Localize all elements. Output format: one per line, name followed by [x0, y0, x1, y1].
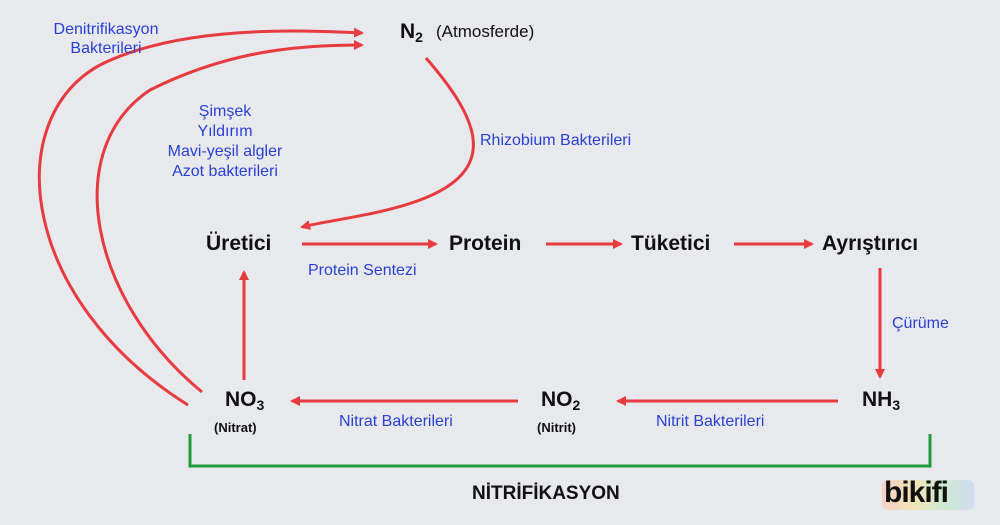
n2-subscript: 2: [415, 29, 423, 45]
denitrifikasyon-line2: Bakterileri: [70, 40, 142, 57]
denitrification-arrow-outer: [37, 27, 364, 407]
no2-node: NO2: [541, 388, 580, 412]
n2-main: N: [400, 20, 416, 43]
logo-background: [882, 480, 974, 510]
nitrat-bakterileri-label: Nitrat Bakterileri: [339, 413, 453, 430]
nitrit-bakterileri-label: Nitrit Bakterileri: [656, 413, 765, 430]
uretici-node: Üretici: [206, 232, 272, 255]
protein-sentezi-label: Protein Sentezi: [308, 262, 417, 279]
no3-subscript: 3: [256, 397, 265, 413]
fixation-label: Şimşek Yıldırım Mavi-yeşil algler Azot b…: [144, 102, 306, 182]
ayristirici-node: Ayrıştırıcı: [822, 232, 919, 255]
protein-node: Protein: [449, 232, 522, 255]
n2-node: N2: [400, 20, 423, 44]
no3-note: (Nitrat): [214, 420, 257, 435]
fixation-line2: Yıldırım: [197, 123, 253, 140]
curume-label: Çürüme: [892, 315, 949, 332]
fixation-arrow-inner: [95, 40, 364, 394]
tuketici-node: Tüketici: [631, 232, 711, 255]
rhizobium-label: Rhizobium Bakterileri: [480, 132, 632, 149]
nitrifikasyon-bracket: [188, 434, 932, 468]
no2-main: NO: [541, 388, 573, 411]
no3-node: NO3: [225, 388, 264, 412]
bikifi-logo: bikifi: [884, 476, 949, 509]
nh3-node: NH3: [862, 388, 900, 412]
no2-note: (Nitrit): [537, 420, 576, 435]
denitrifikasyon-label: Denitrifikasyon Bakterileri: [44, 20, 168, 58]
denitrifikasyon-line1: Denitrifikasyon: [53, 21, 159, 38]
rhizobium-arrow: [300, 57, 475, 230]
fixation-line4: Azot bakterileri: [172, 163, 278, 180]
no2-subscript: 2: [572, 397, 581, 413]
fixation-line1: Şimşek: [198, 103, 252, 120]
nh3-main: NH: [862, 388, 893, 411]
nh3-subscript: 3: [892, 397, 901, 413]
nitrifikasyon-label: NİTRİFİKASYON: [472, 483, 620, 504]
fixation-line3: Mavi-yeşil algler: [167, 143, 283, 160]
n2-note: (Atmosferde): [436, 22, 535, 41]
no3-main: NO: [225, 388, 257, 411]
